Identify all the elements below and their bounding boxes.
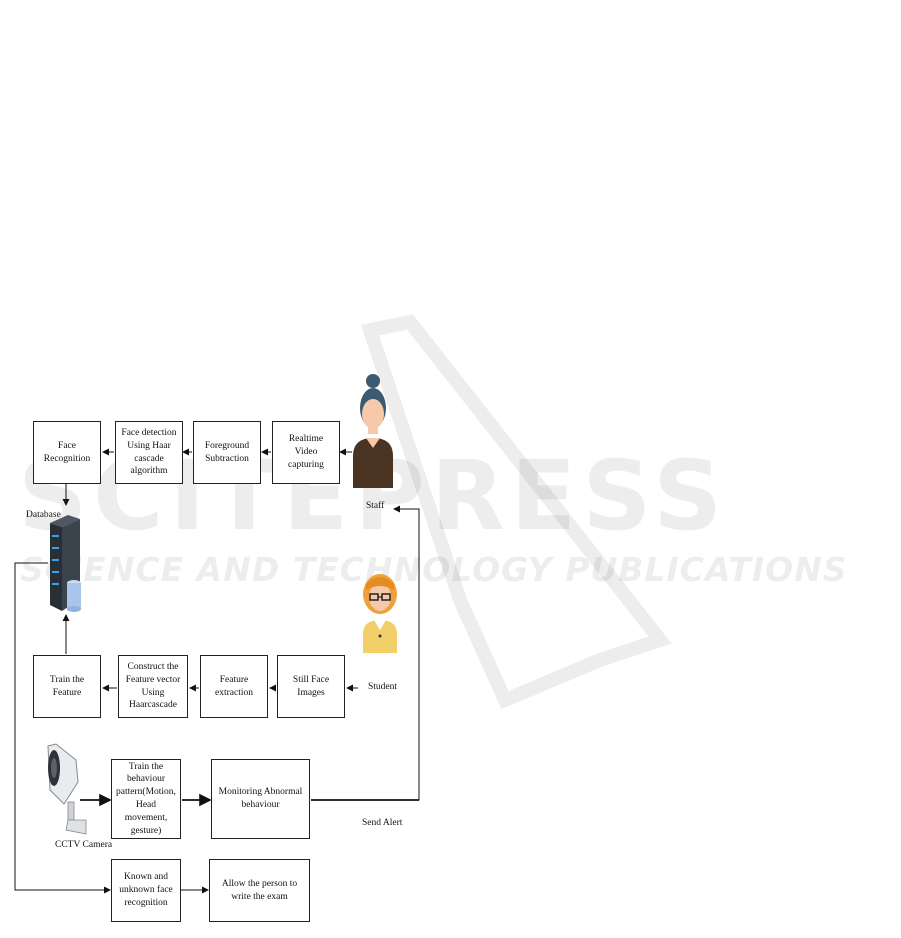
construct-feature-box: Construct the Feature vector Using Haarc… — [118, 655, 188, 718]
staff-person-icon — [353, 374, 393, 488]
known-unknown-box: Known and unknown face recognition — [111, 859, 181, 922]
cctv-label: CCTV Camera — [55, 840, 113, 850]
cctv-camera-icon — [47, 743, 87, 835]
student-label: Student — [368, 682, 398, 692]
face-recognition-box: Face Recognition — [33, 421, 101, 484]
train-behaviour-box: Train the behaviour pattern(Motion, Head… — [111, 759, 181, 839]
face-detection-box: Face detection Using Haar cascade algori… — [115, 421, 183, 484]
staff-label: Staff — [366, 501, 385, 511]
monitoring-box: Monitoring Abnormal behaviour — [211, 759, 310, 839]
foreground-subtraction-box: Foreground Subtraction — [193, 421, 261, 484]
feature-extraction-box: Feature extraction — [200, 655, 268, 718]
student-person-icon — [363, 574, 397, 653]
database-label: Database — [26, 510, 61, 520]
realtime-video-box: Realtime Video capturing — [272, 421, 340, 484]
database-server-icon — [50, 515, 81, 612]
database-to-known-line — [14, 562, 110, 891]
allow-person-box: Allow the person to write the exam — [209, 859, 310, 922]
send-alert-label: Send Alert — [362, 818, 403, 828]
still-face-box: Still Face Images — [277, 655, 345, 718]
train-feature-box: Train the Feature — [33, 655, 101, 718]
